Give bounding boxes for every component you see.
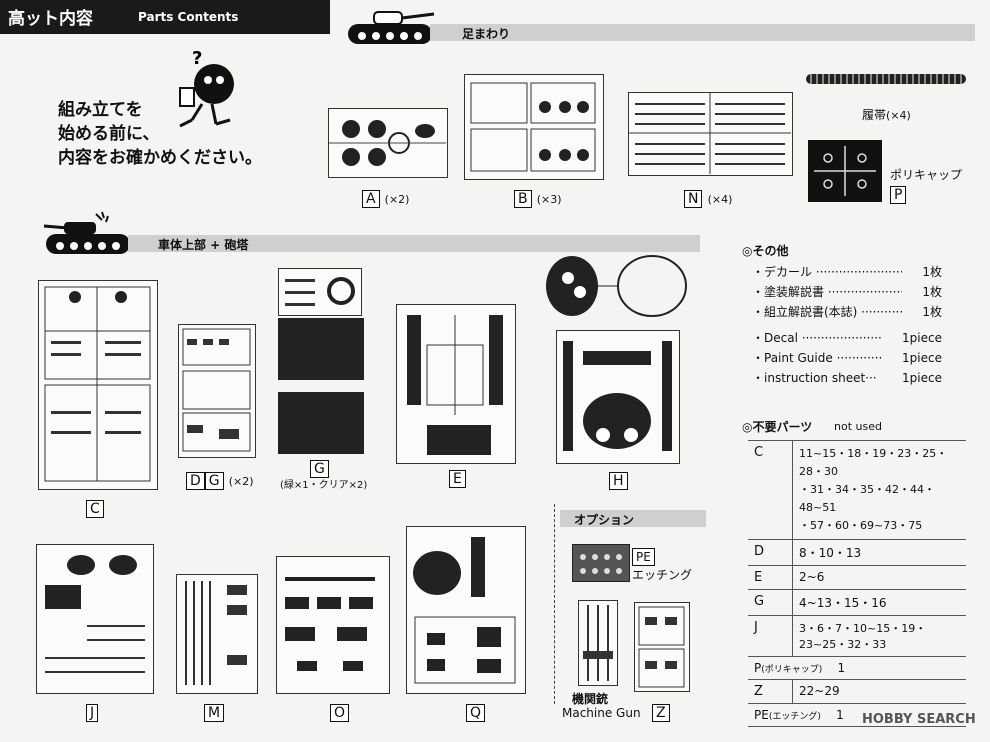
option-title: オプション bbox=[574, 513, 635, 527]
sprue-j-image bbox=[36, 544, 154, 694]
sprue-n-label: N bbox=[684, 190, 703, 208]
sprue-b-count: (×3) bbox=[536, 193, 562, 206]
track-count: (×4) bbox=[886, 109, 911, 122]
track-image bbox=[806, 74, 966, 84]
others-item: ・instruction sheet···1piece bbox=[752, 371, 942, 385]
sprue-g-clear-image bbox=[278, 318, 364, 380]
section-title-hull: 車体上部 + 砲塔 bbox=[158, 238, 249, 252]
machine-gun-image bbox=[578, 600, 618, 686]
pe-name: エッチング bbox=[632, 568, 693, 582]
sprue-p-image bbox=[808, 140, 882, 202]
sprue-a-count: (×2) bbox=[384, 193, 410, 206]
others-item: ・塗装解説書 ·······················1枚 bbox=[752, 285, 942, 299]
sprue-p-label: P bbox=[890, 186, 907, 204]
option-divider bbox=[554, 504, 559, 704]
header-title-en: Parts Contents bbox=[138, 10, 239, 24]
sprue-a-label: A bbox=[362, 190, 380, 208]
sprue-dg-count: (×2) bbox=[228, 475, 254, 488]
not-used-subtitle: not used bbox=[834, 420, 882, 433]
sprue-c-image bbox=[38, 280, 158, 490]
machine-gun-en: Machine Gun bbox=[562, 706, 641, 720]
sprue-o-image bbox=[276, 556, 390, 694]
sprue-o-label: O bbox=[330, 704, 350, 722]
sprue-g-label: G bbox=[310, 460, 329, 478]
sprue-d-label: D bbox=[186, 472, 205, 490]
intro-line-2: 始める前に、 bbox=[58, 124, 160, 144]
others-item: ・Paint Guide ····················1piece bbox=[752, 351, 942, 365]
machine-gun-ja: 機関銃 bbox=[572, 692, 609, 706]
sprue-n-count: (×4) bbox=[707, 193, 733, 206]
sprue-b-label: B bbox=[514, 190, 532, 208]
watermark-brand: HOBBY SEARCH bbox=[862, 712, 976, 727]
sprue-h-label: H bbox=[609, 472, 628, 490]
reading-character-icon: ? bbox=[179, 48, 234, 128]
section-bar-suspension bbox=[430, 24, 975, 41]
sprue-g-clear-image bbox=[278, 392, 364, 454]
sprue-c-label: C bbox=[86, 500, 104, 518]
sprue-q-image bbox=[406, 526, 526, 694]
track-label: 履帯 bbox=[862, 108, 887, 122]
sprue-q-label: Q bbox=[466, 704, 486, 722]
others-item: ・組立解説書(本誌) ·················1枚 bbox=[752, 305, 942, 319]
sprue-g-top-image bbox=[278, 268, 362, 316]
sprue-z-label: Z bbox=[652, 704, 670, 722]
sprue-g-label-dg: G bbox=[204, 472, 224, 490]
sprue-g-note: (緑×1・クリア×2) bbox=[280, 480, 368, 491]
sprue-a-image bbox=[328, 108, 448, 178]
intro-line-3: 内容をお確かめください。 bbox=[58, 148, 262, 168]
section-bar-hull bbox=[128, 235, 700, 252]
others-title: ◎その他 bbox=[742, 244, 789, 258]
option-bar bbox=[560, 510, 706, 527]
sprue-h-turret-image bbox=[540, 252, 690, 320]
not-used-row: PE(エッチング) 1 bbox=[748, 703, 966, 726]
header-title-ja: 高ット内容 bbox=[8, 9, 93, 29]
sprue-m-label: M bbox=[204, 704, 225, 722]
pe-sheet-image bbox=[572, 544, 630, 582]
tank-icon bbox=[348, 11, 435, 44]
pe-label: PE bbox=[632, 548, 655, 566]
header-bar bbox=[0, 0, 330, 34]
sprue-b-image bbox=[464, 74, 604, 180]
others-item: ・Decal ··························1piece bbox=[752, 331, 942, 345]
others-item: ・デカール ···························1枚 bbox=[752, 265, 942, 279]
svg-text:?: ? bbox=[192, 48, 202, 69]
sprue-n-image bbox=[628, 92, 793, 176]
sprue-m-image bbox=[176, 574, 258, 694]
sprue-e-image bbox=[396, 304, 516, 464]
tank-icon bbox=[43, 211, 130, 254]
intro-text: 組み立てを 始める前に、 内容をお確かめください。 bbox=[58, 98, 262, 170]
sprue-z-image bbox=[634, 602, 690, 692]
sprue-j-label: J bbox=[86, 704, 99, 722]
sprue-d-image bbox=[178, 324, 256, 458]
not-used-title: ◎不要パーツ bbox=[742, 420, 813, 434]
sprue-h-image bbox=[556, 330, 680, 464]
not-used-row: P(ポリキャップ) 1 bbox=[748, 656, 966, 680]
sprue-p-name: ポリキャップ bbox=[890, 168, 963, 182]
others-list: ・デカール ···························1枚 ・塗装解… bbox=[752, 262, 942, 388]
intro-line-1: 組み立てを bbox=[58, 100, 143, 120]
sprue-e-label: E bbox=[449, 470, 466, 488]
section-title-suspension: 足まわり bbox=[462, 27, 511, 41]
